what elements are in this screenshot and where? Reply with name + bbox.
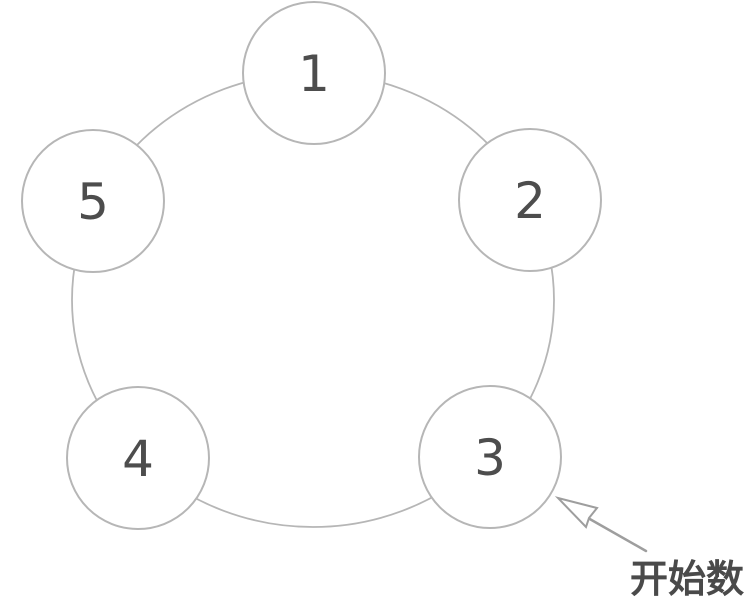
node-number-1: 1 <box>298 45 330 103</box>
node-circle-3 <box>418 385 562 529</box>
person-node-2: 2 <box>458 128 602 272</box>
node-number-3: 3 <box>474 429 506 487</box>
node-circle-5 <box>21 129 165 273</box>
node-number-4: 4 <box>122 430 154 488</box>
node-number-5: 5 <box>77 173 109 231</box>
person-node-5: 5 <box>21 129 165 273</box>
person-node-1: 1 <box>242 1 386 145</box>
node-circle-2 <box>458 128 602 272</box>
person-node-3: 3 <box>418 385 562 529</box>
node-circle-4 <box>66 386 210 530</box>
person-node-4: 4 <box>66 386 210 530</box>
start-arrow-head <box>554 496 599 529</box>
node-circle-1 <box>242 1 386 145</box>
start-annotation: 开始数 <box>554 496 744 601</box>
start-count-label: 开始数 <box>630 557 744 601</box>
node-number-2: 2 <box>514 172 546 230</box>
start-arrow-shaft <box>586 516 648 553</box>
